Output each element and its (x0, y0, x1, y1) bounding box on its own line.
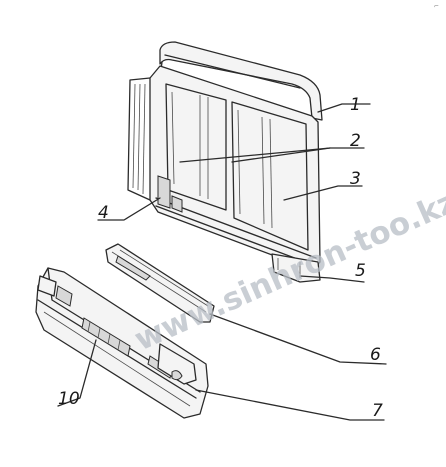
callout-4: 4 (98, 203, 109, 223)
leader-2b (231, 147, 331, 163)
part-6-crossbar (105, 243, 215, 323)
cab-front-panel (127, 65, 321, 283)
callout-2: 2 (350, 131, 361, 151)
part-7-10-bumper (35, 267, 209, 419)
corner-mark: ⌐ (434, 3, 439, 10)
callout-1: 1 (350, 95, 361, 115)
leader-3 (283, 185, 363, 201)
leader-5 (299, 275, 365, 283)
leader-7 (195, 389, 385, 421)
leader-4 (97, 197, 161, 221)
callout-6: 6 (370, 345, 381, 365)
callout-10: 10 (58, 389, 80, 409)
leader-10 (57, 339, 97, 407)
callout-3: 3 (350, 169, 361, 189)
callout-5: 5 (355, 261, 366, 281)
callout-7: 7 (372, 401, 383, 421)
leader-lines (57, 103, 387, 421)
callout-labels: 1 2 3 4 5 6 7 10 (58, 95, 383, 421)
leader-6 (209, 313, 387, 365)
leader-1 (317, 103, 371, 113)
